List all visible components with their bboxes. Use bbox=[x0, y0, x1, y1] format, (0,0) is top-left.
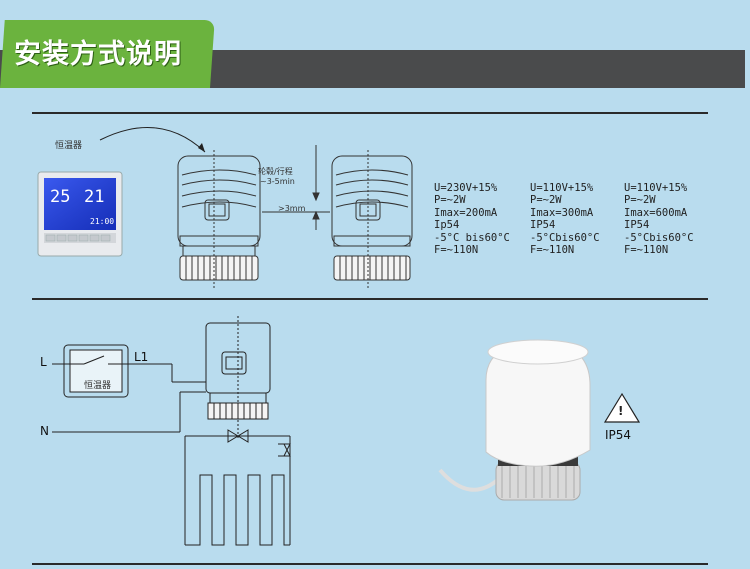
clearance-label: >3mm bbox=[278, 204, 306, 213]
thermostat-label: 恒温器 bbox=[55, 141, 83, 151]
page-title: 安装方式说明 bbox=[14, 39, 182, 70]
lcd-left-value: 25 bbox=[50, 187, 71, 207]
ip-rating-label: IP54 bbox=[605, 428, 632, 442]
curved-arrow bbox=[99, 127, 206, 153]
section-divider-middle bbox=[32, 298, 708, 300]
section-divider-top bbox=[32, 112, 708, 114]
stroke-label-line2: ~3-5min bbox=[260, 177, 295, 186]
wiring-diagram bbox=[52, 316, 291, 546]
actuator-drawing-2 bbox=[331, 150, 413, 290]
wiring-thermostat-label: 恒温器 bbox=[84, 381, 112, 391]
actuator-product-image bbox=[438, 339, 591, 501]
lcd-right-value: 21 bbox=[84, 187, 105, 207]
thermostat-device bbox=[37, 171, 123, 257]
neutral-label: N bbox=[40, 424, 49, 438]
actuator-drawing-1 bbox=[177, 150, 261, 290]
live-out-label: L1 bbox=[134, 350, 149, 364]
section-divider-bottom bbox=[32, 563, 708, 565]
dimension-lines bbox=[262, 145, 330, 230]
lcd-time: 21:00 bbox=[90, 217, 115, 226]
warning-icon bbox=[603, 392, 641, 423]
live-label: L bbox=[40, 355, 47, 369]
stroke-label-line1: 轮毂/行程 bbox=[258, 167, 293, 176]
warning-symbol: ! bbox=[618, 404, 624, 418]
